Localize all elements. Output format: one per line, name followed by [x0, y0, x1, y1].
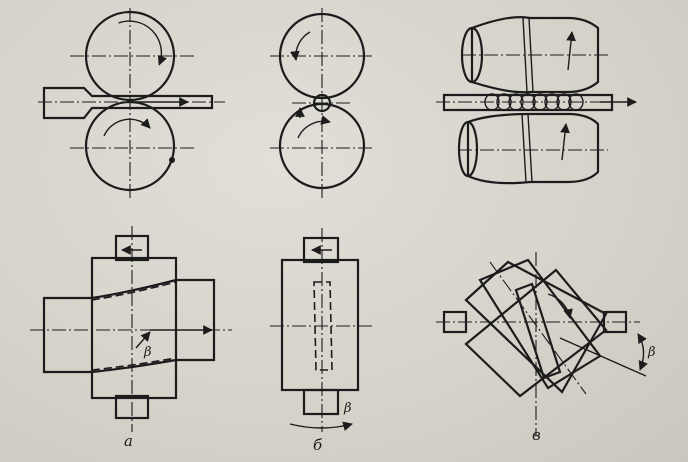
billet-hidden [313, 281, 333, 371]
scheme-a-side-view [38, 8, 225, 200]
angle-label-a: β [143, 345, 152, 360]
upper-barrel-roll [470, 16, 600, 94]
caption-v: в [532, 426, 541, 444]
upper-roll [278, 12, 366, 100]
lower-roll [278, 102, 366, 190]
upper-roll [84, 10, 176, 102]
scheme-b-plan-view: β б [270, 228, 372, 454]
lower-neck [302, 388, 340, 416]
tube-plan [514, 282, 562, 380]
scheme-v-side-view [436, 16, 637, 185]
scheme-b-side-view [270, 8, 375, 200]
roll-body [90, 256, 178, 400]
scheme-v-plan-view: β в [436, 252, 656, 444]
angle-label-v: β [647, 345, 656, 360]
caption-a: а [124, 432, 133, 450]
scheme-a-plan-view: β а [30, 226, 232, 450]
roll-body [280, 258, 360, 392]
helix [484, 93, 584, 111]
roll-outline-2 [464, 268, 608, 398]
caption-b: б [313, 436, 323, 454]
angle-label-b: β [343, 401, 352, 416]
upper-neck [302, 236, 340, 264]
billet [42, 86, 214, 120]
lower-barrel-roll [466, 112, 600, 185]
billet-plan [42, 278, 216, 374]
lower-neck [114, 394, 150, 420]
